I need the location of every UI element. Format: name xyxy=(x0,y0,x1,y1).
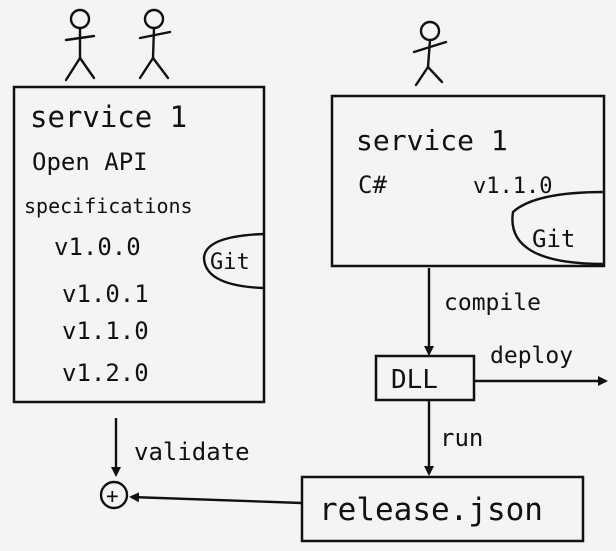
dll-box: DLL xyxy=(374,354,476,402)
merge-node: + xyxy=(99,480,129,510)
git-bubble xyxy=(511,190,605,266)
user-icon xyxy=(64,8,96,82)
right-git-label: Git xyxy=(532,225,575,253)
right-box-title: service 1 xyxy=(356,124,508,157)
language-label: C# xyxy=(358,171,387,199)
deploy-label: deploy xyxy=(490,343,573,369)
left-box-line2: specifications xyxy=(24,194,193,218)
release-to-merge-arrow xyxy=(129,492,303,505)
run-label: run xyxy=(440,424,483,452)
version-item: v1.0.0 xyxy=(54,233,141,261)
user-icon xyxy=(412,20,448,87)
merge-symbol: + xyxy=(106,484,119,508)
service-code-box: service 1 C# v1.1.0 Git xyxy=(330,94,606,268)
compile-label: compile xyxy=(444,290,541,316)
git-bubble xyxy=(202,232,265,290)
version-label: v1.1.0 xyxy=(473,174,552,199)
left-box-line1: Open API xyxy=(32,148,148,176)
user-icon xyxy=(138,8,172,80)
left-git-label: Git xyxy=(210,250,250,275)
version-item: v1.2.0 xyxy=(62,359,149,387)
version-item: v1.1.0 xyxy=(62,317,149,345)
release-json-box: release.json xyxy=(300,475,585,543)
version-item: v1.0.1 xyxy=(62,280,149,308)
left-box-title: service 1 xyxy=(30,100,187,134)
openapi-spec-box: service 1 Open API specifications Git v1… xyxy=(12,85,266,404)
release-json-label: release.json xyxy=(319,492,543,528)
validate-label: validate xyxy=(134,438,250,466)
dll-label: DLL xyxy=(391,365,438,395)
